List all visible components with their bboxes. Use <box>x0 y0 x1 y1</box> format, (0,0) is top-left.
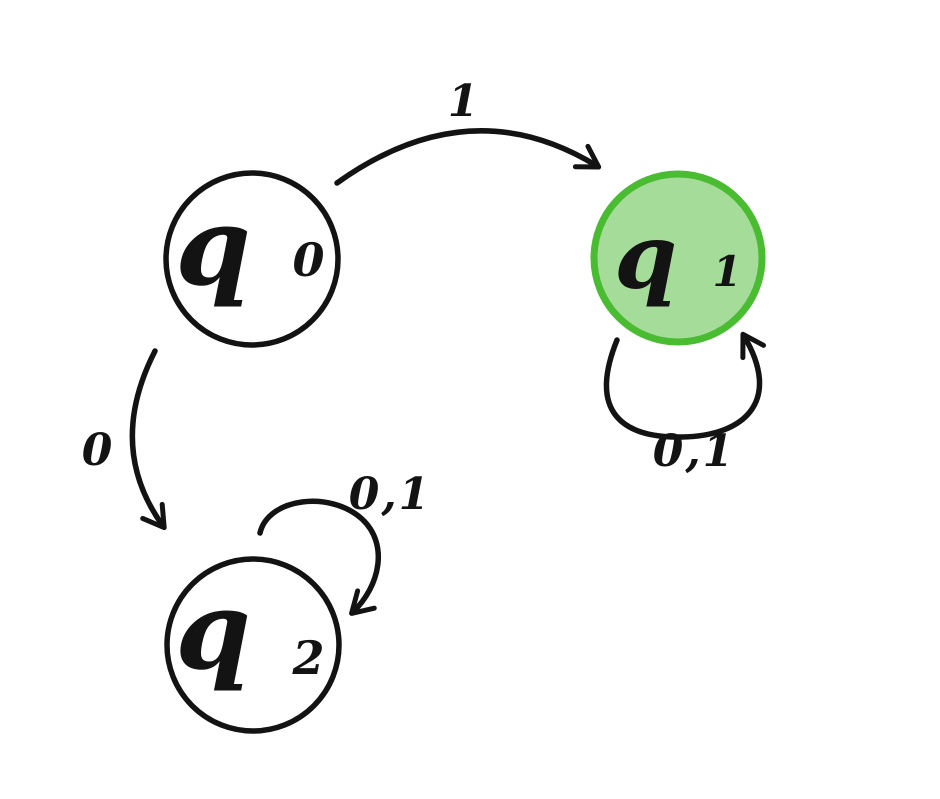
state-q0-label-subscript: 0 <box>293 233 325 287</box>
transition-q0-q2-arrow <box>129 348 167 531</box>
transition-q0-q1-arrow <box>334 128 602 186</box>
state-q2-label: q 2 <box>175 568 324 694</box>
state-q1-label-subscript: 1 <box>713 247 742 296</box>
state-q2-label-base: q <box>175 568 251 694</box>
state-q2-circle <box>164 556 342 734</box>
state-q2-label-subscript: 2 <box>292 631 325 685</box>
state-q0-circle <box>163 170 341 348</box>
transition-q2-self-loop-label: 0,1 <box>349 469 432 520</box>
transition-q1-self-loop-arrow <box>603 331 767 440</box>
state-q1-label-base: q <box>614 204 677 310</box>
state-q1-circle <box>590 170 766 346</box>
state-q0-label-base: q <box>175 184 251 310</box>
transition-q2-self-loop-arrow <box>257 498 381 616</box>
transition-q0-q2-label: 0 <box>82 425 115 476</box>
state-q1-label: q 1 <box>614 204 742 310</box>
transition-q1-self-loop-label: 0,1 <box>653 426 736 477</box>
transition-q0-q1-label: 1 <box>448 76 481 127</box>
state-q0-label: q 0 <box>175 184 324 310</box>
